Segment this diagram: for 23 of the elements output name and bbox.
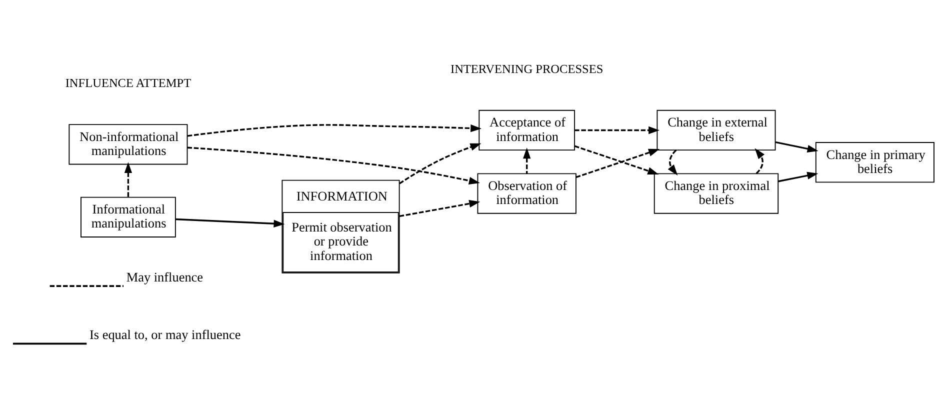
legend-label: Is equal to, or may influence xyxy=(89,326,241,342)
arrow xyxy=(176,218,285,227)
legend-label: May influence xyxy=(126,269,204,284)
label: INTERVENING PROCESSES xyxy=(450,61,604,76)
arrow xyxy=(775,140,818,152)
arrow xyxy=(399,142,482,184)
arrow xyxy=(523,147,531,173)
arrow xyxy=(754,148,765,174)
node-box: Change in external beliefs xyxy=(656,109,776,150)
node-box: Non-informational manipulations xyxy=(68,124,188,164)
arrow xyxy=(574,126,660,134)
arrow xyxy=(668,149,678,176)
arrow xyxy=(778,171,818,182)
arrow xyxy=(187,124,482,136)
label: INFLUENCE ATTEMPT xyxy=(65,76,192,90)
arrow xyxy=(124,162,132,197)
node-box: Acceptance of information xyxy=(478,109,576,150)
node-box: Change in primary beliefs xyxy=(815,142,934,182)
node-box: Informational manipulations xyxy=(80,196,176,237)
node-box: Observation of information xyxy=(477,172,576,214)
node-box: Change in proximal beliefs xyxy=(654,172,779,214)
arrow xyxy=(187,146,480,184)
arrow xyxy=(399,199,480,217)
